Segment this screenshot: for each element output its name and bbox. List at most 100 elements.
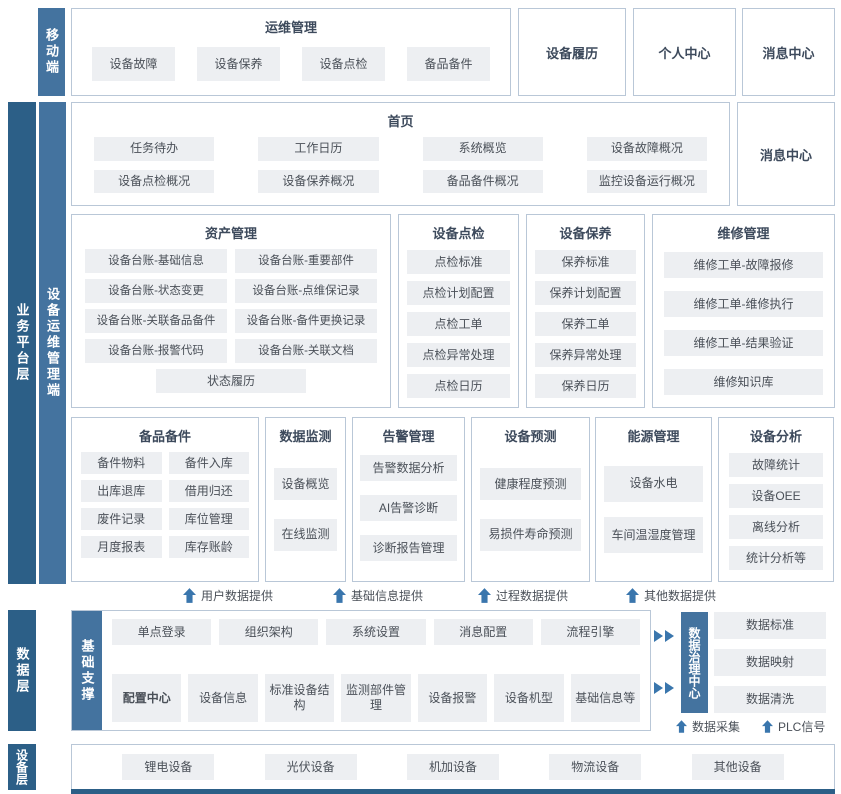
panel-title: 运维管理 [264, 20, 317, 35]
analysis-item: 统计分析等 [729, 546, 823, 570]
home-item: 设备点检概况 [94, 169, 215, 193]
asset-item: 状态履历 [156, 369, 306, 393]
home-item-list: 任务待办工作日历系统概览设备故障概况设备点检概况设备保养概况备品备件概况监控设备… [72, 135, 729, 205]
support-row2-list: 配置中心设备信息标准设备结构监测部件管理设备报警设备机型基础信息等 [112, 674, 640, 722]
support-item: 设备信息 [188, 674, 258, 722]
up-arrow-icon [333, 588, 346, 603]
panel-title: 数据监测 [279, 429, 332, 444]
inspection-panel: 设备点检 点检标准点检计划配置点检工单点检异常处理点检日历 [398, 214, 519, 408]
asset-item: 设备台账-报警代码 [85, 339, 227, 363]
panel-title: 设备点检 [432, 226, 485, 241]
prediction-panel: 设备预测 健康程度预测易损件寿命预测 [471, 417, 590, 582]
support-item: 设备机型 [494, 674, 564, 722]
home-item: 工作日历 [258, 137, 379, 161]
home-item: 设备故障概况 [586, 137, 707, 161]
layer-bar-mobile: 移动端 [38, 8, 65, 96]
asset-item: 设备台账-点维保记录 [235, 279, 377, 303]
data-monitoring-panel: 数据监测 设备概览在线监测 [265, 417, 346, 582]
personal-center-box: 个人中心 [633, 8, 736, 96]
up-arrow-icon [626, 588, 639, 603]
device-type-item: 机加设备 [406, 754, 499, 780]
maintenance-item: 保养异常处理 [535, 343, 636, 367]
spares-item: 库存账龄 [168, 536, 249, 558]
panel-title: 能源管理 [627, 429, 680, 444]
panel-title: 资产管理 [204, 226, 257, 241]
spares-item: 借用归还 [168, 480, 249, 502]
support-item: 监测部件管理 [341, 674, 411, 722]
home-item: 备品备件概况 [422, 169, 543, 193]
support-item: 设备报警 [417, 674, 488, 722]
mobile-ops-item: 备品备件 [407, 47, 490, 81]
support-item: 基础信息等 [570, 674, 640, 722]
energy-item: 车间温湿度管理 [604, 517, 703, 554]
up-arrow-icon [183, 588, 196, 603]
asset-item-list: 设备台账-基础信息设备台账-重要部件设备台账-状态变更设备台账-点维保记录设备台… [72, 247, 390, 363]
prediction-item: 健康程度预测 [480, 468, 581, 501]
inspection-item: 点检异常处理 [407, 343, 510, 367]
prediction-item-list: 健康程度预测易损件寿命预测 [472, 450, 589, 581]
inspection-item-list: 点检标准点检计划配置点检工单点检异常处理点检日历 [399, 247, 518, 408]
home-item: 监控设备运行概况 [586, 169, 707, 193]
energy-management-panel: 能源管理 设备水电车间温湿度管理 [595, 417, 712, 582]
governance-item: 数据映射 [714, 649, 826, 676]
panel-title: 告警管理 [382, 429, 435, 444]
panel-title: 首页 [387, 114, 414, 129]
inspection-item: 点检日历 [407, 374, 510, 398]
alarm-item: 告警数据分析 [360, 455, 457, 481]
flow-label: 过程数据提供 [496, 589, 569, 603]
flow-basic-info: 基础信息提供 [333, 587, 423, 604]
flow-other-data: 其他数据提供 [626, 587, 716, 604]
bottom-edge-strip [71, 789, 835, 794]
flow-label: 用户数据提供 [201, 589, 274, 603]
flow-data-collection: 数据采集 [676, 718, 740, 735]
spares-item: 出库退库 [81, 480, 162, 502]
monitoring-item-list: 设备概览在线监测 [266, 450, 345, 581]
panel-title: 设备预测 [504, 429, 557, 444]
monitoring-item: 在线监测 [274, 518, 337, 551]
message-center-box: 消息中心 [737, 102, 835, 206]
repair-panel: 维修管理 维修工单-故障报修维修工单-维修执行维修工单-结果验证维修知识库 [652, 214, 835, 408]
flow-label: 数据采集 [692, 720, 741, 734]
data-flow-arrows [654, 630, 674, 694]
flow-label: 基础信息提供 [351, 589, 424, 603]
analysis-item: 设备OEE [729, 484, 823, 508]
mobile-ops-item: 设备保养 [197, 47, 280, 81]
energy-item-list: 设备水电车间温湿度管理 [596, 450, 711, 581]
analysis-item: 离线分析 [729, 515, 823, 539]
home-item: 设备保养概况 [258, 169, 379, 193]
right-arrows-icon [654, 682, 674, 694]
home-panel: 首页 任务待办工作日历系统概览设备故障概况设备点检概况设备保养概况备品备件概况监… [71, 102, 730, 206]
support-item: 配置中心 [112, 674, 182, 722]
inspection-item: 点检工单 [407, 312, 510, 336]
mobile-ops-item: 设备故障 [92, 47, 175, 81]
spares-item: 废件记录 [81, 508, 162, 530]
layer-bar-data: 数据层 [8, 610, 36, 731]
flow-label: 其他数据提供 [644, 589, 717, 603]
panel-title: 设备分析 [749, 429, 802, 444]
governance-item: 数据标准 [714, 612, 826, 639]
panel-title: 设备保养 [559, 226, 612, 241]
up-arrow-icon [478, 588, 491, 603]
up-arrow-icon [676, 720, 687, 733]
message-center-box-mobile: 消息中心 [742, 8, 835, 96]
alarm-item: 诊断报告管理 [360, 535, 457, 561]
support-item: 单点登录 [112, 619, 212, 645]
energy-item: 设备水电 [604, 465, 703, 502]
right-arrows-icon [654, 630, 674, 642]
device-type-item: 其他设备 [691, 754, 784, 780]
device-layer-panel: 锂电设备光伏设备机加设备物流设备其他设备 [71, 744, 835, 790]
repair-item-list: 维修工单-故障报修维修工单-维修执行维修工单-结果验证维修知识库 [653, 247, 834, 407]
flow-label: PLC信号 [778, 720, 826, 734]
maintenance-item: 保养标准 [535, 250, 636, 274]
flow-user-data: 用户数据提供 [183, 587, 273, 604]
panel-title: 备品备件 [138, 429, 191, 444]
governance-item-list: 数据标准数据映射数据清洗 [714, 612, 826, 713]
up-arrow-icon [762, 720, 773, 733]
spare-parts-panel: 备品备件 备件物料备件入库出库退库借用归还废件记录库位管理月度报表库存账龄 [71, 417, 259, 582]
support-item: 消息配置 [433, 619, 533, 645]
maintenance-item-list: 保养标准保养计划配置保养工单保养异常处理保养日历 [527, 247, 644, 408]
